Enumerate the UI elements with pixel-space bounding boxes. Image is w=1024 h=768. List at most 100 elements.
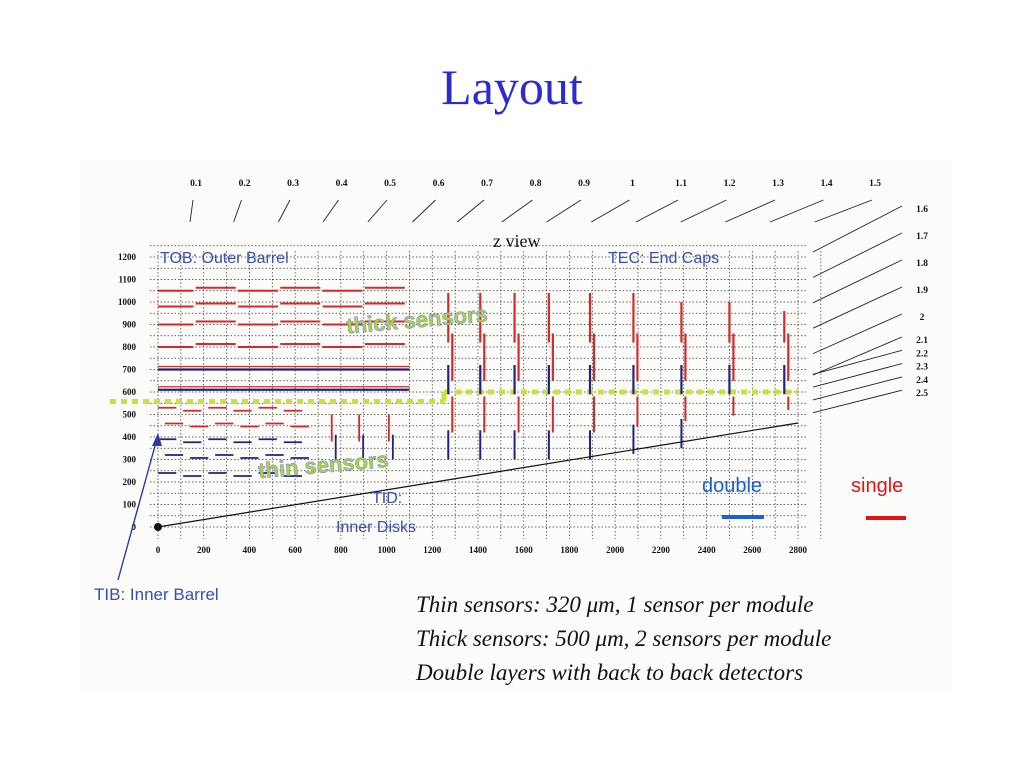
tib-arrowhead — [152, 433, 162, 446]
eta-label: 0.2 — [239, 179, 251, 189]
eta-line — [812, 363, 903, 388]
eta-label: 0.8 — [530, 179, 542, 189]
eta-label: 1.6 — [916, 205, 928, 215]
eta-label: 0.5 — [384, 179, 396, 189]
z-tick-label: 1400 — [469, 545, 488, 555]
z-tick-label: 1800 — [560, 545, 579, 555]
eta-label: 2.5 — [916, 389, 928, 399]
z-tick-label: 2200 — [652, 545, 671, 555]
eta-label: 1.9 — [916, 286, 928, 296]
eta-label: 2.2 — [916, 349, 928, 359]
eta-line — [812, 349, 903, 375]
z-tick-label: 2600 — [743, 545, 762, 555]
z-tick-label: 1200 — [423, 545, 442, 555]
r-tick-label: 500 — [123, 410, 137, 420]
eta-label: 0.9 — [578, 179, 590, 189]
eta-label: 2.3 — [916, 363, 928, 373]
tracker-layout-diagram: 0.1 0.2 0.3 0.4 0.5 0.6 0.7 0.8 0.9 1 1.1 1.2 1.3 1.4… — [94, 179, 928, 604]
eta-label: 0.3 — [287, 179, 299, 189]
r-tick-label: 300 — [123, 455, 137, 465]
r-tick-label: 1100 — [118, 275, 136, 285]
eta-line — [812, 259, 903, 304]
z-tick-label: 400 — [243, 545, 257, 555]
eta-line — [546, 199, 582, 223]
r-tick-label: 900 — [123, 320, 137, 330]
tec-label: TEC: End Caps — [608, 250, 719, 267]
axis-ticks: 1200110010009008007006005004003002001000… — [118, 252, 808, 555]
eta-label: 2.4 — [916, 376, 928, 386]
eta-label: 1.5 — [869, 179, 881, 189]
caption-line-2: Thick sensors: 500 μm, 2 sensors per mod… — [416, 626, 832, 651]
eta-label: 1.3 — [772, 179, 784, 189]
tib-arrow — [117, 434, 159, 581]
eta-line — [501, 199, 533, 223]
r-tick-label: 700 — [123, 365, 137, 375]
tid-label-line2: Inner Disks — [336, 519, 416, 536]
eta-label: 0.6 — [433, 179, 445, 189]
eta-label: 1.8 — [916, 259, 928, 269]
thin-sensors-label: thin sensors — [257, 447, 389, 483]
eta-line — [412, 199, 436, 223]
eta-label: 1.4 — [821, 179, 833, 189]
r-tick-label: 100 — [123, 500, 137, 510]
z-tick-label: 2800 — [789, 545, 808, 555]
eta-line — [233, 199, 242, 223]
eta-line — [812, 286, 903, 329]
eta-line — [680, 199, 727, 223]
modules — [158, 286, 790, 477]
legend-single-label: single — [851, 475, 903, 497]
z-tick-label: 1000 — [378, 545, 397, 555]
eta-line — [812, 336, 903, 376]
eta-line — [367, 199, 388, 223]
eta-line — [278, 199, 291, 223]
r-tick-label: 400 — [123, 432, 137, 442]
eta-line — [322, 199, 339, 223]
r-tick-label: 200 — [123, 477, 137, 487]
z-tick-label: 600 — [288, 545, 302, 555]
z-tick-label: 200 — [197, 545, 211, 555]
eta-label: 1 — [630, 179, 635, 189]
r-tick-label: 600 — [123, 387, 137, 397]
eta-line — [814, 199, 873, 223]
r-tick-label: 0 — [132, 522, 137, 532]
tid-label-line1: TID: — [372, 490, 402, 507]
origin-dot — [154, 523, 162, 531]
slide-title: Layout — [441, 59, 583, 115]
eta-line — [456, 199, 485, 223]
eta-line — [812, 376, 903, 401]
eta-line — [189, 199, 194, 223]
eta-label: 0.1 — [190, 179, 202, 189]
tob-label: TOB: Outer Barrel — [160, 250, 289, 267]
eta-label: 0.4 — [336, 179, 348, 189]
z-tick-label: 0 — [156, 545, 161, 555]
eta-lines: 0.1 0.2 0.3 0.4 0.5 0.6 0.7 0.8 0.9 1 1.1 1.2 1.3 1.4… — [189, 179, 928, 414]
tid-reference-line — [157, 422, 799, 528]
eta-line — [812, 389, 903, 414]
eta-line — [591, 199, 630, 223]
z-tick-label: 800 — [334, 545, 348, 555]
legend-double-label: double — [702, 475, 762, 497]
r-tick-label: 800 — [123, 342, 137, 352]
eta-line — [725, 199, 776, 223]
z-tick-label: 1600 — [515, 545, 534, 555]
eta-label: 1.2 — [724, 179, 736, 189]
r-tick-label: 1000 — [118, 297, 137, 307]
eta-line — [812, 313, 903, 355]
tib-label: TIB: Inner Barrel — [94, 585, 219, 604]
caption-line-1: Thin sensors: 320 μm, 1 sensor per modul… — [416, 592, 814, 617]
z-tick-label: 2000 — [606, 545, 625, 555]
eta-line — [635, 199, 679, 223]
eta-label: 1.1 — [675, 179, 687, 189]
thick-sensors-label: thick sensors — [345, 301, 488, 338]
caption: Thin sensors: 320 μm, 1 sensor per modul… — [416, 588, 831, 690]
tracker-layout-figure: 0.1 0.2 0.3 0.4 0.5 0.6 0.7 0.8 0.9 1 1.1 1.2 1.3 1.4… — [80, 160, 953, 694]
view-label: z view — [493, 231, 540, 251]
eta-label: 0.7 — [481, 179, 493, 189]
caption-line-3: Double layers with back to back detector… — [416, 660, 804, 685]
eta-line — [769, 199, 824, 223]
eta-label: 2 — [920, 313, 925, 323]
eta-line — [812, 205, 903, 253]
z-tick-label: 2400 — [698, 545, 717, 555]
eta-line — [812, 232, 903, 278]
eta-label: 1.7 — [916, 232, 928, 242]
